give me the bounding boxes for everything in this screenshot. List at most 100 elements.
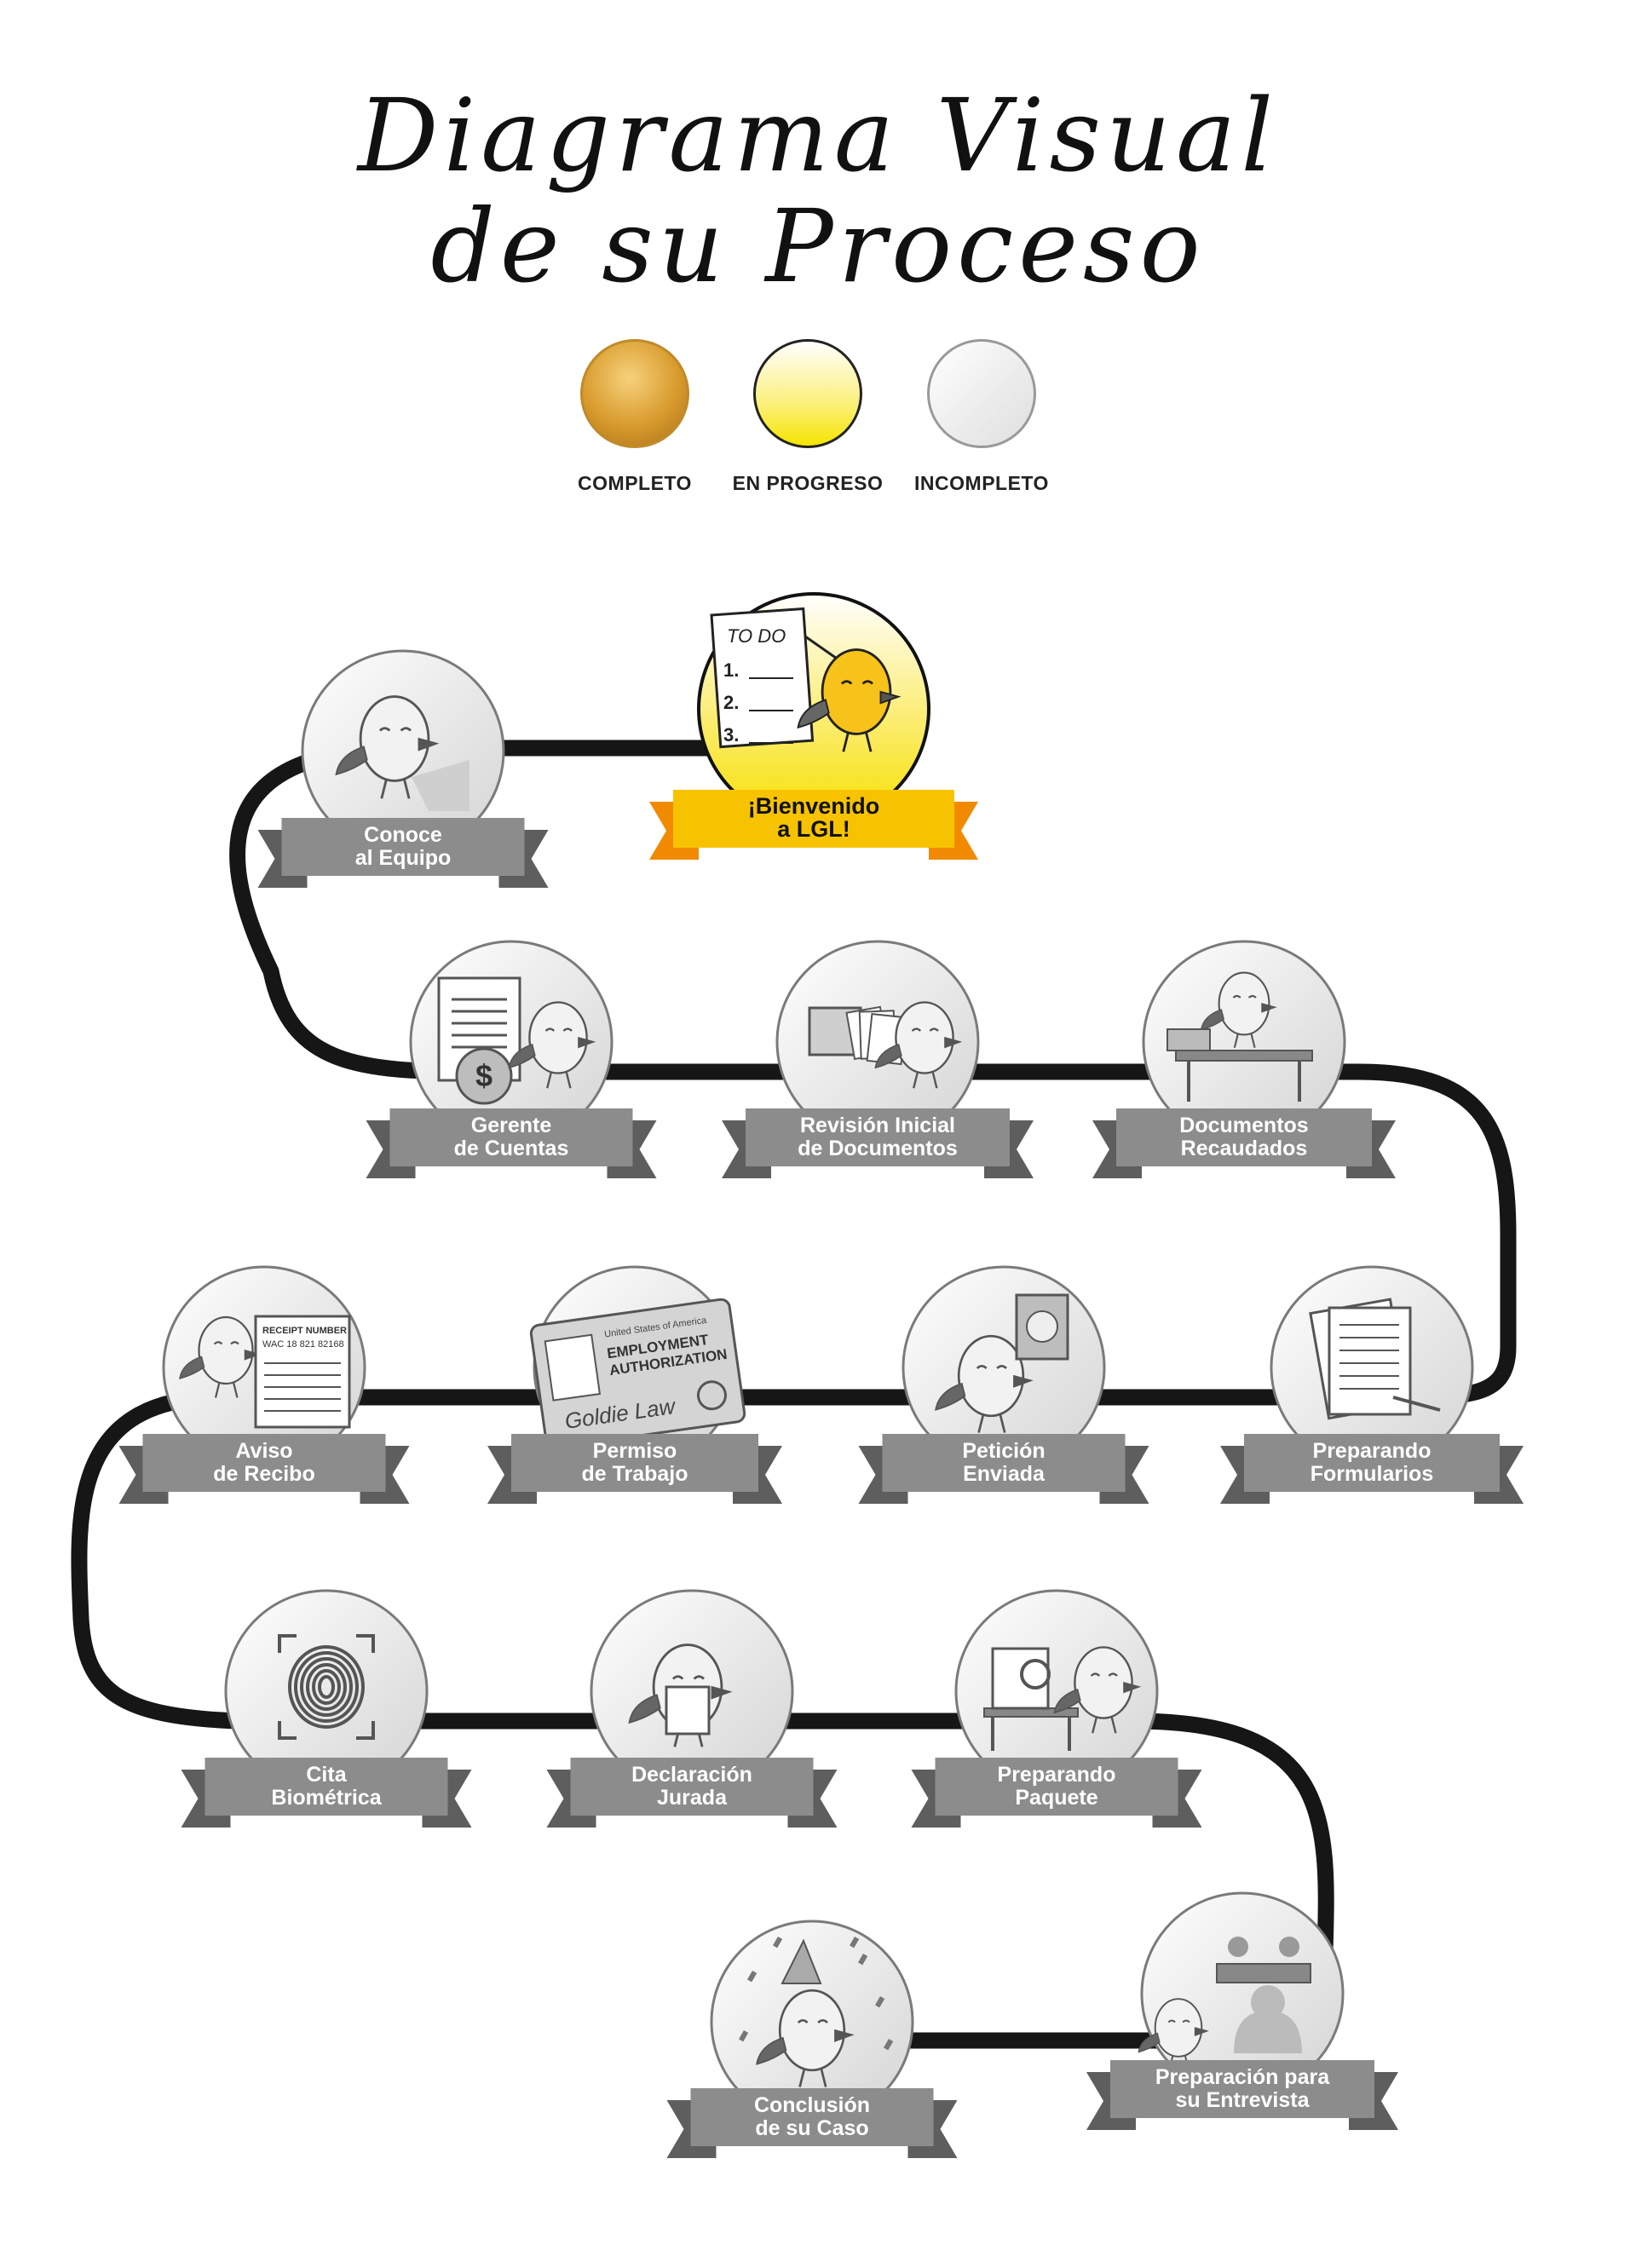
legend-in-progress-label: EN PROGRESO (732, 472, 884, 494)
fingerprint-icon (696, 1380, 727, 1411)
step-formularios-label-line-1: Preparando (1313, 1439, 1432, 1463)
todo-board: TO DO 1. 2. 3. (710, 607, 815, 749)
step-gerente-label-line-2: de Cuentas (454, 1137, 569, 1160)
diagram-title-line-1: Diagrama Visual (357, 77, 1279, 194)
step-entrevista-label-line-2: su Entrevista (1175, 2088, 1310, 2112)
conclusion-illustration (738, 1937, 894, 2087)
confetti (773, 1937, 783, 1949)
bird (1200, 971, 1277, 1049)
step-bienvenido-label-line-2: a LGL! (777, 816, 850, 842)
legend-in-progress-swatch (753, 339, 862, 448)
step-paquete-label-line-2: Paquete (1015, 1786, 1097, 1810)
bird (1138, 1998, 1209, 2069)
legend-in-progress: EN PROGRESO (714, 339, 902, 495)
step-paquete-ribbon (935, 1758, 1178, 1816)
bird (874, 1001, 963, 1089)
party-hat-icon (781, 1938, 822, 1984)
step-bienvenido-label-line-1: ¡Bienvenido (748, 793, 880, 819)
todo-item: 3. (723, 724, 739, 745)
officer-icon (1228, 1937, 1248, 1957)
step-peticion-ribbon (882, 1434, 1126, 1492)
aviso-illustration: RECEIPT NUMBER WAC 18 821 82168 (179, 1315, 351, 1429)
fingerprint-icon (318, 1675, 335, 1699)
step-conclusion-ribbon (690, 2088, 934, 2146)
bird (1053, 1646, 1142, 1734)
pen-icon (1392, 1396, 1441, 1412)
step-conoce-label-line-2: al Equipo (355, 846, 452, 870)
step-biometrica-label-line-2: Biométrica (271, 1786, 382, 1810)
step-permiso-label-line-2: de Trabajo (581, 1462, 688, 1486)
legend-incomplete-label: INCOMPLETO (914, 472, 1049, 494)
confetti (850, 1937, 860, 1949)
spotlight (412, 760, 469, 811)
applicant-head (1251, 1985, 1285, 2019)
fingerprint-icon (294, 1651, 359, 1723)
step-entrevista-ribbon (1110, 2060, 1374, 2118)
coin-icon (455, 1047, 513, 1105)
step-revision-label-line-1: Revisión Inicial (800, 1114, 955, 1137)
step-recaudados-ribbon (1116, 1108, 1372, 1166)
step-formularios-label-line-2: Formularios (1311, 1462, 1433, 1486)
legend-complete-label: COMPLETO (578, 472, 692, 494)
diagram-title-line-2: de su Proceso (430, 187, 1206, 305)
formularios-illustration (1309, 1298, 1441, 1420)
entrevista-illustration (1138, 1937, 1311, 2069)
step-aviso-label-line-1: Aviso (235, 1439, 292, 1463)
receipt-notice (254, 1315, 351, 1429)
gerente-illustration: $ (437, 976, 596, 1105)
jurada-illustration (628, 1643, 733, 1747)
fingerprint-icon (312, 1669, 341, 1705)
bird (508, 1001, 596, 1089)
bird (179, 1315, 262, 1398)
seal-icon (1026, 1310, 1058, 1343)
todo-item: 1. (723, 659, 739, 681)
step-gerente-ribbon (389, 1108, 633, 1166)
todo-item: 2. (723, 692, 739, 713)
step-jurada-ribbon (570, 1758, 814, 1816)
legend-incomplete: INCOMPLETO (888, 339, 1075, 495)
step-gerente-label-line-1: Gerente (471, 1114, 552, 1137)
paper-stack (1167, 1028, 1211, 1051)
receipt-heading: RECEIPT NUMBER (262, 1326, 347, 1336)
ead-card: United States of AmericaEMPLOYMENTAUTHOR… (529, 1298, 746, 1449)
legend-incomplete-swatch (927, 339, 1036, 448)
receipt-number: WAC 18 821 82168 (262, 1339, 344, 1350)
step-conoce-label-line-1: Conoce (364, 823, 442, 847)
bienvenido-illustration: TO DO 1. 2. 3. (710, 607, 902, 752)
conoce-illustration (335, 695, 469, 811)
confetti (884, 2038, 894, 2051)
step-permiso-ribbon (511, 1434, 758, 1492)
affidavit-paper (665, 1685, 711, 1736)
confetti (738, 2029, 749, 2042)
confetti (858, 1954, 868, 1966)
step-biometrica-label-line-1: Cita (306, 1763, 347, 1787)
step-recaudados-label-line-1: Documentos (1179, 1114, 1308, 1137)
recaudados-illustration (1167, 971, 1313, 1102)
confetti (747, 1971, 758, 1983)
judge-bench (1216, 1963, 1311, 1983)
magnifier-icon (1020, 1659, 1051, 1689)
scan-frame-icon (278, 1634, 375, 1740)
step-entrevista-label-line-1: Preparación para (1155, 2065, 1330, 2089)
confetti (874, 1996, 885, 2008)
step-conoce-ribbon (281, 818, 525, 876)
step-conclusion-label-line-1: Conclusión (754, 2093, 870, 2117)
fingerprint-icon (288, 1645, 365, 1729)
step-paquete-label-line-1: Preparando (998, 1763, 1116, 1787)
fingerprint-icon (300, 1657, 353, 1717)
card-photo (544, 1333, 602, 1402)
peticion-illustration (935, 1293, 1069, 1433)
step-aviso-ribbon (142, 1434, 386, 1492)
step-formularios-ribbon (1244, 1434, 1500, 1492)
todo-heading: TO DO (727, 625, 786, 647)
